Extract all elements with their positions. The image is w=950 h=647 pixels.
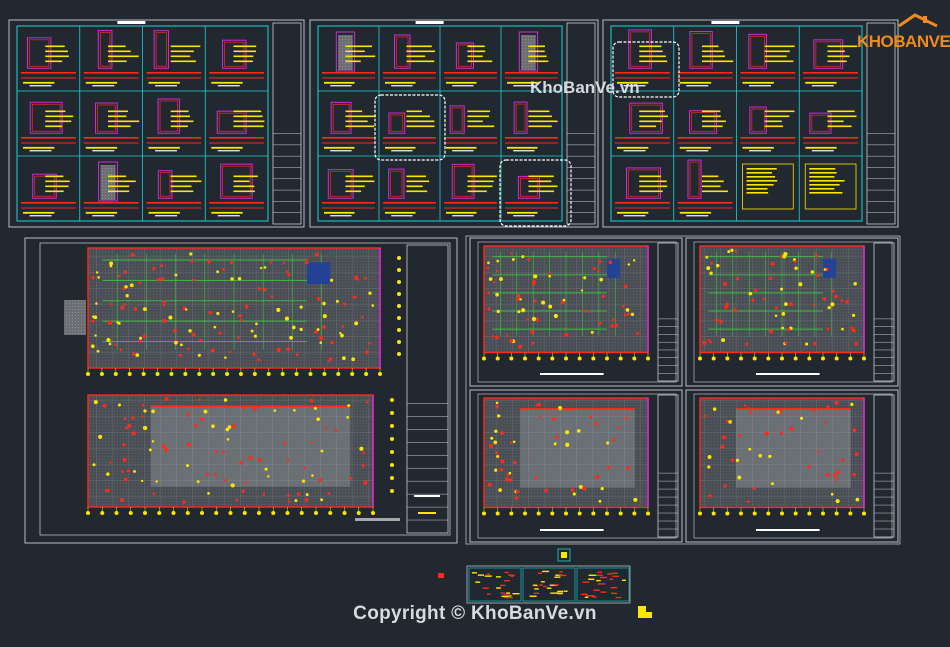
copyright-text: Copyright © KhoBanVe.vn — [353, 603, 597, 624]
house-roof-icon — [898, 13, 938, 28]
revision-cloud-3 — [612, 41, 680, 98]
floor-plan-upper-level — [86, 247, 382, 376]
khobanve-logo: KHOBANVE — [853, 12, 950, 56]
thumbnail-sheets — [438, 548, 652, 618]
floor-plan-sheet-3 — [685, 237, 899, 387]
revision-cloud-2 — [499, 159, 572, 227]
floor-plan-sheet-2-plan — [482, 245, 650, 361]
sheet-group-frame — [465, 235, 901, 545]
floor-plan-sheet-2 — [469, 237, 683, 387]
floor-plan-lower-level — [86, 394, 375, 515]
floor-plan-sheet-3-plan — [698, 245, 866, 361]
revision-cloud-1 — [374, 94, 446, 161]
logo-text: KHOBANVE — [857, 32, 950, 51]
floor-plan-sheet-5-plan — [698, 397, 866, 516]
detail-sheet-2 — [309, 19, 599, 228]
watermark-text: KhoBanVe.vn — [530, 78, 640, 97]
floor-plan-sheet-main — [24, 237, 458, 544]
detail-sheet-3 — [602, 19, 899, 228]
floor-plan-sheet-4-plan — [482, 397, 650, 516]
detail-sheet-1 — [8, 19, 305, 228]
floor-plan-sheet-5 — [685, 389, 899, 543]
floor-plan-sheet-4 — [469, 389, 683, 543]
